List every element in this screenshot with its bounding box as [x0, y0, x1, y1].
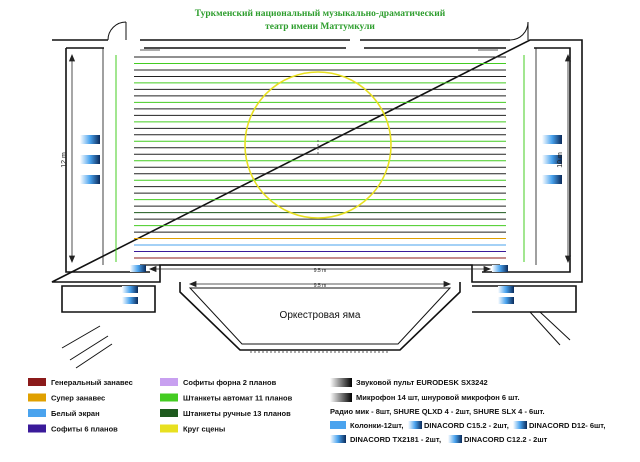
legend-swatch [28, 378, 46, 386]
stage-width-label: 9.5 m [314, 268, 327, 274]
microphone-icon [330, 393, 352, 402]
left-dimension-label: 12 m [61, 152, 68, 168]
speaker-icon [498, 297, 514, 304]
equipment-line-1: Звуковой пульт EURODESK SX3242 [356, 378, 488, 387]
legend-label: Софиты форна 2 планов [183, 378, 277, 387]
mixer-icon [330, 378, 352, 387]
legend-label: Супер занавес [51, 394, 105, 403]
speaker-icon [492, 265, 508, 272]
legend-label: Штанкеты автомат 11 планов [183, 394, 293, 403]
speaker-icon [542, 135, 562, 144]
stage-circle [244, 71, 392, 219]
dimension-lines [68, 49, 572, 353]
speaker-icon [130, 265, 146, 272]
legend-swatch [160, 424, 178, 433]
legend-swatch [160, 409, 178, 417]
speaker-icon [122, 286, 138, 293]
front-speakers [122, 265, 514, 304]
apron-width-label: 9.5 m [314, 283, 327, 289]
title-line-2: театр имени Маттумкули [265, 22, 375, 32]
equipment-line-4a: Колонки-12шт, [350, 421, 403, 430]
legend-swatch [160, 378, 178, 386]
speaker-legend-icon [513, 421, 527, 429]
legend-swatch [28, 393, 46, 402]
equipment-line-4c: DINACORD D12- 6шт, [529, 421, 605, 430]
equipment-line-5a: DINACORD TX2181 - 2шт, [350, 435, 441, 444]
right-dimension-label: 10 m [557, 152, 564, 168]
speaker-icon [80, 175, 100, 184]
legend-label: Генеральный занавес [51, 378, 133, 387]
battens-group [134, 56, 506, 259]
equipment-line-4b: DINACORD C15.2 - 2шт, [424, 421, 509, 430]
legend-label: Софиты 6 планов [51, 425, 118, 434]
speaker-legend-icon [408, 421, 422, 429]
speaker-icon [80, 135, 100, 144]
legend-swatch [160, 393, 178, 402]
legend-swatch [28, 409, 46, 417]
right-speakers [542, 135, 562, 184]
equipment-line-5b: DINACORD C12.2 - 2шт [464, 435, 548, 444]
speaker-legend-icon [448, 435, 462, 443]
equipment-line-2: Микрофон 14 шт, шнуровой микрофон 6 шт. [356, 393, 520, 402]
building-walls [51, 21, 583, 369]
speaker-icon [80, 155, 100, 164]
speaker-legend-icon [330, 421, 346, 429]
speaker-icon [542, 175, 562, 184]
equipment-list: Звуковой пульт EURODESK SX3242 Микрофон … [330, 378, 605, 444]
title-line-1: Туркменский национальный музыкально-драм… [195, 8, 446, 19]
speaker-legend-icon [330, 435, 346, 443]
orchestra-pit-label: Оркестровая яма [280, 310, 361, 321]
legend-label: Круг сцены [183, 425, 225, 434]
equipment-line-3: Радио мик - 8шт, SHURE QLXD 4 - 2шт, SHU… [330, 407, 545, 416]
left-speakers [80, 135, 100, 184]
speaker-icon [122, 297, 138, 304]
legend-label: Штанкеты ручные 13 планов [183, 409, 291, 418]
legend-swatch [28, 424, 46, 433]
speaker-icon [498, 286, 514, 293]
speaker-icon [542, 155, 562, 164]
legend-label: Белый экран [51, 409, 100, 418]
